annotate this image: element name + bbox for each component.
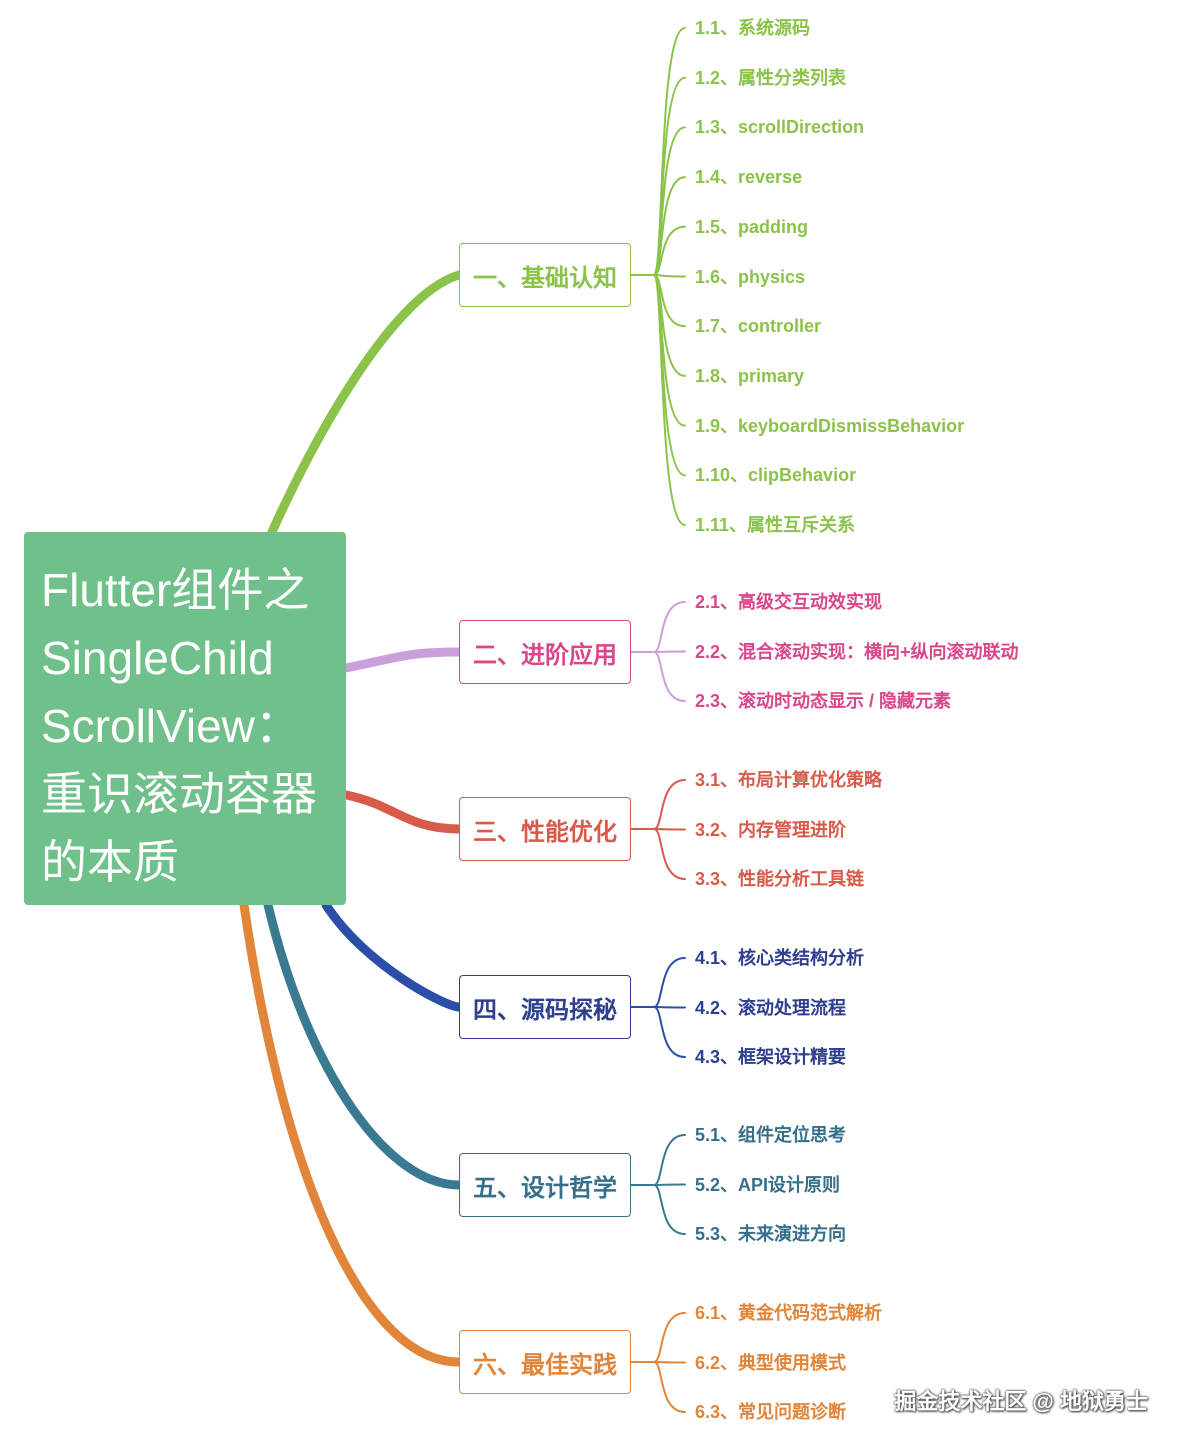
leaf-topic[interactable]: 5.2、API设计原则 xyxy=(695,1174,841,1195)
root-topic-line: SingleChild xyxy=(41,632,274,684)
leaf-connector xyxy=(653,1361,686,1413)
leaf-connector xyxy=(653,126,686,276)
leaf-topic[interactable]: 6.1、黄金代码范式解析 xyxy=(695,1303,883,1323)
leaf-connector xyxy=(653,1361,686,1364)
branch-advanced[interactable]: 二、进阶应用 xyxy=(459,620,631,684)
leaf-connector xyxy=(653,274,686,278)
leaf-topic[interactable]: 4.1、核心类结构分析 xyxy=(695,948,865,968)
root-topic-line: ScrollView： xyxy=(41,700,301,752)
root-topic-line: Flutter组件之 xyxy=(41,564,310,616)
leaf-topic[interactable]: 2.1、高级交互动效实现 xyxy=(695,592,883,612)
root-connector-design xyxy=(263,900,464,1190)
root-connector-practice xyxy=(239,900,464,1367)
leaf-topic[interactable]: 1.6、physics xyxy=(695,266,806,287)
leaf-connector xyxy=(653,651,686,702)
leaf-topic[interactable]: 3.1、布局计算优化策略 xyxy=(695,770,883,790)
root-topic-line: 重识滚动容器 xyxy=(41,768,317,820)
leaf-connector xyxy=(653,779,686,830)
branch-label: 五、设计哲学 xyxy=(473,1174,617,1202)
leaf-topic[interactable]: 1.7、controller xyxy=(695,316,822,337)
branch-performance[interactable]: 三、性能优化 xyxy=(459,797,631,861)
leaf-topic[interactable]: 2.2、混合滚动实现：横向+纵向滚动联动 xyxy=(695,641,1019,662)
branch-design[interactable]: 五、设计哲学 xyxy=(459,1153,631,1217)
leaf-connector xyxy=(653,650,686,653)
branch-label: 二、进阶应用 xyxy=(473,641,617,669)
leaf-connector xyxy=(653,1312,686,1363)
leaf-topic[interactable]: 1.11、属性互斥关系 xyxy=(695,515,856,535)
root-topic[interactable]: Flutter组件之 SingleChild ScrollView： 重识滚动容… xyxy=(24,532,346,905)
branch-basics[interactable]: 一、基础认知 xyxy=(459,243,631,307)
leaf-connector xyxy=(653,76,686,276)
leaf-topic[interactable]: 1.2、属性分类列表 xyxy=(695,67,847,88)
leaf-connector xyxy=(653,601,686,653)
leaf-connector xyxy=(653,225,686,276)
branch-label: 三、性能优化 xyxy=(473,818,617,846)
root-connector-basics xyxy=(267,270,464,537)
leaf-topic[interactable]: 2.3、滚动时动态显示 / 隐藏元素 xyxy=(695,691,952,711)
leaf-topic[interactable]: 6.3、常见问题诊断 xyxy=(695,1402,847,1422)
leaf-connector xyxy=(653,1183,686,1186)
leaf-connector xyxy=(653,957,686,1008)
leaf-topic[interactable]: 5.3、未来演进方向 xyxy=(695,1224,847,1244)
leaf-topic[interactable]: 1.1、系统源码 xyxy=(695,18,811,38)
leaf-connector xyxy=(653,1134,686,1186)
leaf-connector xyxy=(653,1006,686,1009)
leaf-topic[interactable]: 3.3、性能分析工具链 xyxy=(695,869,865,889)
branch-source[interactable]: 四、源码探秘 xyxy=(459,975,631,1039)
leaf-topic[interactable]: 5.1、组件定位思考 xyxy=(695,1125,847,1145)
leaf-connector xyxy=(653,828,686,880)
leaf-topic[interactable]: 1.9、keyboardDismissBehavior xyxy=(695,415,965,436)
leaf-connector xyxy=(653,176,686,276)
leaf-topic[interactable]: 4.3、框架设计精要 xyxy=(695,1047,847,1067)
leaf-topic[interactable]: 1.10、clipBehavior xyxy=(695,465,857,486)
branch-practice[interactable]: 六、最佳实践 xyxy=(459,1330,631,1394)
leaf-topic[interactable]: 1.4、reverse xyxy=(695,167,803,188)
leaf-connector xyxy=(653,828,686,831)
leaf-topic[interactable]: 1.8、primary xyxy=(695,365,805,386)
root-connector-advanced xyxy=(341,647,464,673)
leaf-topic[interactable]: 1.3、scrollDirection xyxy=(695,117,865,138)
leaf-connector xyxy=(653,1184,686,1235)
leaf-topic[interactable]: 3.2、内存管理进阶 xyxy=(695,819,847,840)
leaf-topic[interactable]: 1.5、padding xyxy=(695,216,809,237)
watermark: 掘金技术社区 @ 地狱勇士 xyxy=(894,1389,1148,1414)
root-connector-source xyxy=(321,900,464,1012)
root-connector-performance xyxy=(341,790,464,834)
leaf-topic[interactable]: 6.2、典型使用模式 xyxy=(695,1352,847,1373)
root-topic-line: 的本质 xyxy=(41,836,179,888)
leaf-connector xyxy=(653,1006,686,1058)
branch-label: 一、基础认知 xyxy=(473,264,617,292)
branch-label: 六、最佳实践 xyxy=(473,1351,617,1379)
leaf-connector xyxy=(653,274,686,526)
branch-label: 四、源码探秘 xyxy=(473,996,617,1024)
leaf-topic[interactable]: 4.2、滚动处理流程 xyxy=(695,997,847,1018)
